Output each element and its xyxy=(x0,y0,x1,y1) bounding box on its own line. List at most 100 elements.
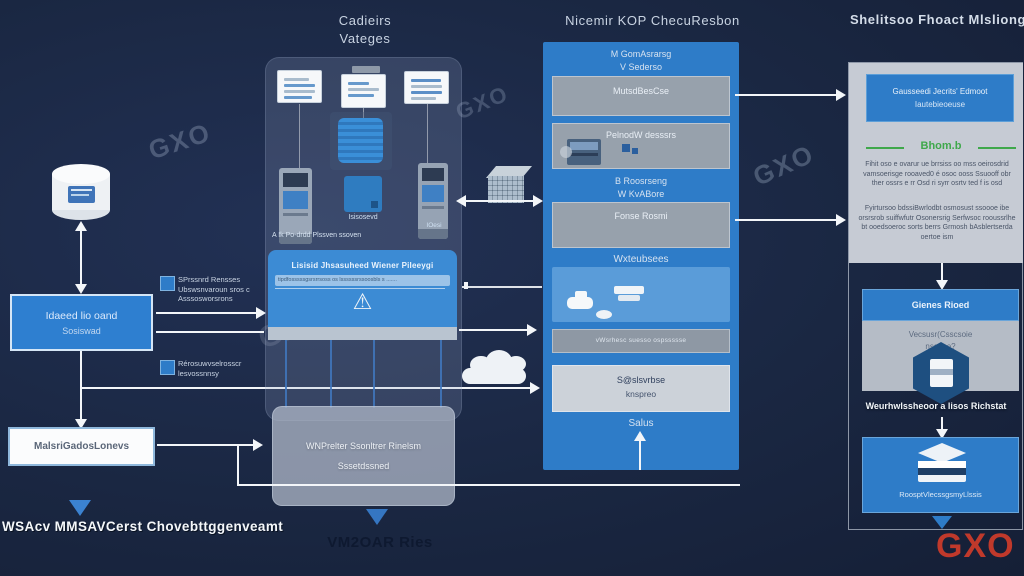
note-line: Asssosworsrons xyxy=(178,294,233,303)
stack-icon xyxy=(918,475,966,482)
right-paragraph: Fihit oso e ovarur ue brrsiss oo mss oei… xyxy=(863,161,1011,187)
stack-icon xyxy=(918,461,966,468)
flow-arrow-right xyxy=(256,307,266,319)
flow-line xyxy=(156,312,258,314)
document-card-icon xyxy=(341,74,386,108)
flow-line xyxy=(459,329,531,331)
box-label: Sssetdssned xyxy=(337,461,390,471)
gxo-logo: GXO xyxy=(936,527,1015,565)
left-process-box: Idaeed lio oand Sosiswad xyxy=(10,294,153,351)
gxo-watermark: GXO xyxy=(748,138,819,192)
mini-glyph-icon xyxy=(622,144,630,152)
document-card-icon xyxy=(404,71,449,104)
flow-arrow-up xyxy=(634,431,646,441)
flow-line xyxy=(156,331,264,333)
green-rule xyxy=(866,147,904,149)
flow-arrow-right xyxy=(836,89,846,101)
green-rule xyxy=(978,147,1016,149)
flow-line xyxy=(237,484,740,486)
middle-strip: vWsrhesc suesso ospssssse xyxy=(552,329,730,353)
down-chevron-icon xyxy=(69,500,91,516)
connector-line xyxy=(373,340,375,408)
down-chevron-icon xyxy=(366,509,388,525)
flow-arrow-right xyxy=(253,439,263,451)
hexagon-caption: Weurhwlssheoor a lisos Richstat xyxy=(865,401,1007,411)
box-label: Iautebieoeuse xyxy=(914,100,966,109)
bottom-center-caption: VM2OAR Ries xyxy=(327,534,433,551)
flow-arrow-up xyxy=(75,221,87,231)
machine-icon xyxy=(418,163,448,239)
box-label: WNPrelter Ssonltrer Rinelsm xyxy=(305,441,422,451)
process-box-footer xyxy=(268,327,457,340)
flow-arrow-down xyxy=(936,280,948,290)
note-line: Rérosuwvselrosscr xyxy=(178,359,242,368)
flow-line xyxy=(462,286,542,288)
title-line: Vateges xyxy=(339,31,391,46)
flow-arrow-right xyxy=(530,382,540,394)
database-cylinder-icon xyxy=(52,164,110,184)
center-column-title: Cadieirs Vateges xyxy=(295,13,435,46)
title-line: Cadieirs xyxy=(338,13,392,28)
box-label: Sosiswad xyxy=(62,325,101,336)
note-line: Ubswsnvaroun sros c xyxy=(178,284,250,294)
middle-row: MutsdBesCse xyxy=(552,76,730,116)
flow-line xyxy=(80,351,82,423)
right-blue-box: Gausseedi Jecrits' Edmoot Iautebieoeuse xyxy=(866,74,1014,122)
flow-line xyxy=(735,94,841,96)
blue-cube-icon xyxy=(338,118,383,163)
gxo-watermark: GXO xyxy=(144,116,215,166)
box-label: MalsriGadosLonevs xyxy=(33,441,130,452)
middle-mid-label: W KvABore xyxy=(617,189,665,199)
connector-line xyxy=(427,104,428,164)
flow-line xyxy=(941,417,943,432)
note-text: SPrssnrd Rensses Ubswsnvaroun sros c Ass… xyxy=(178,275,282,304)
left-source-box: MalsriGadosLonevs xyxy=(8,427,155,466)
machines-caption: A Ik Po-drdd Plssven ssoven xyxy=(272,232,362,239)
right-bottom-box: RoosptVlecssgsmyLlssis xyxy=(862,437,1019,513)
card-header-label: Gienes Rioed xyxy=(911,300,970,310)
flow-line xyxy=(80,228,82,286)
middle-light-box: S@slsvrbse knspreo xyxy=(552,365,730,412)
middle-top-label: V Sederso xyxy=(619,62,663,72)
box-label: Gausseedi Jecrits' Edmoot xyxy=(892,87,988,96)
note-line: lesvossnnsy xyxy=(178,368,219,378)
flow-arrow-down xyxy=(75,419,87,429)
blue-box-icon xyxy=(344,176,382,212)
flow-arrow-down xyxy=(936,429,948,439)
database-label-chip xyxy=(68,186,95,203)
dot-icon xyxy=(560,146,572,158)
flow-arrow-down xyxy=(75,284,87,294)
note-icon xyxy=(160,276,175,291)
pallet-icon xyxy=(618,295,640,301)
right-paragraph: Fyirtursoo bdssiBwrlodbt osmosust ssoooe… xyxy=(858,205,1016,241)
middle-top-label: M GomAsrarsg xyxy=(610,49,672,59)
card-cap xyxy=(352,66,380,73)
pallet-icon xyxy=(614,286,644,294)
middle-mid-label: B Roosrseng xyxy=(614,176,668,186)
cube-caption: Isisosevd xyxy=(348,214,378,221)
right-column-title: Shelitsoo Fhoact Mlsliongse xyxy=(850,12,1024,27)
flow-arrow-left xyxy=(456,195,466,207)
flow-line xyxy=(81,387,536,389)
middle-column-title: Nicemir KOP ChecuResbon xyxy=(565,13,740,28)
box-label: RoosptVlecssgsmyLlssis xyxy=(899,490,982,499)
grid-cube-icon xyxy=(488,176,524,203)
warehouse-label: Wxteubsees xyxy=(613,254,669,265)
flow-arrow-right xyxy=(836,214,846,226)
center-process-box: Lisisid Jhsasuheed Wiener PiIeeygi tipdf… xyxy=(268,250,457,327)
middle-row: Fonse Rosmi xyxy=(552,202,730,248)
flow-line xyxy=(941,263,943,283)
connector-line xyxy=(363,108,364,120)
document-card-icon xyxy=(277,70,322,103)
connector-line xyxy=(440,340,442,408)
card-body-label: Vecsusr(Csscsoie xyxy=(908,330,973,339)
stack-icon xyxy=(918,468,966,475)
flow-line xyxy=(639,441,641,470)
mini-machine-icon xyxy=(567,139,601,165)
flow-arrow-right xyxy=(527,324,537,336)
flow-line xyxy=(462,200,540,202)
connector-line xyxy=(330,340,332,408)
mini-glyph-icon xyxy=(632,148,638,154)
flow-line xyxy=(735,219,841,221)
box-label: S@slsvrbse xyxy=(616,375,666,385)
